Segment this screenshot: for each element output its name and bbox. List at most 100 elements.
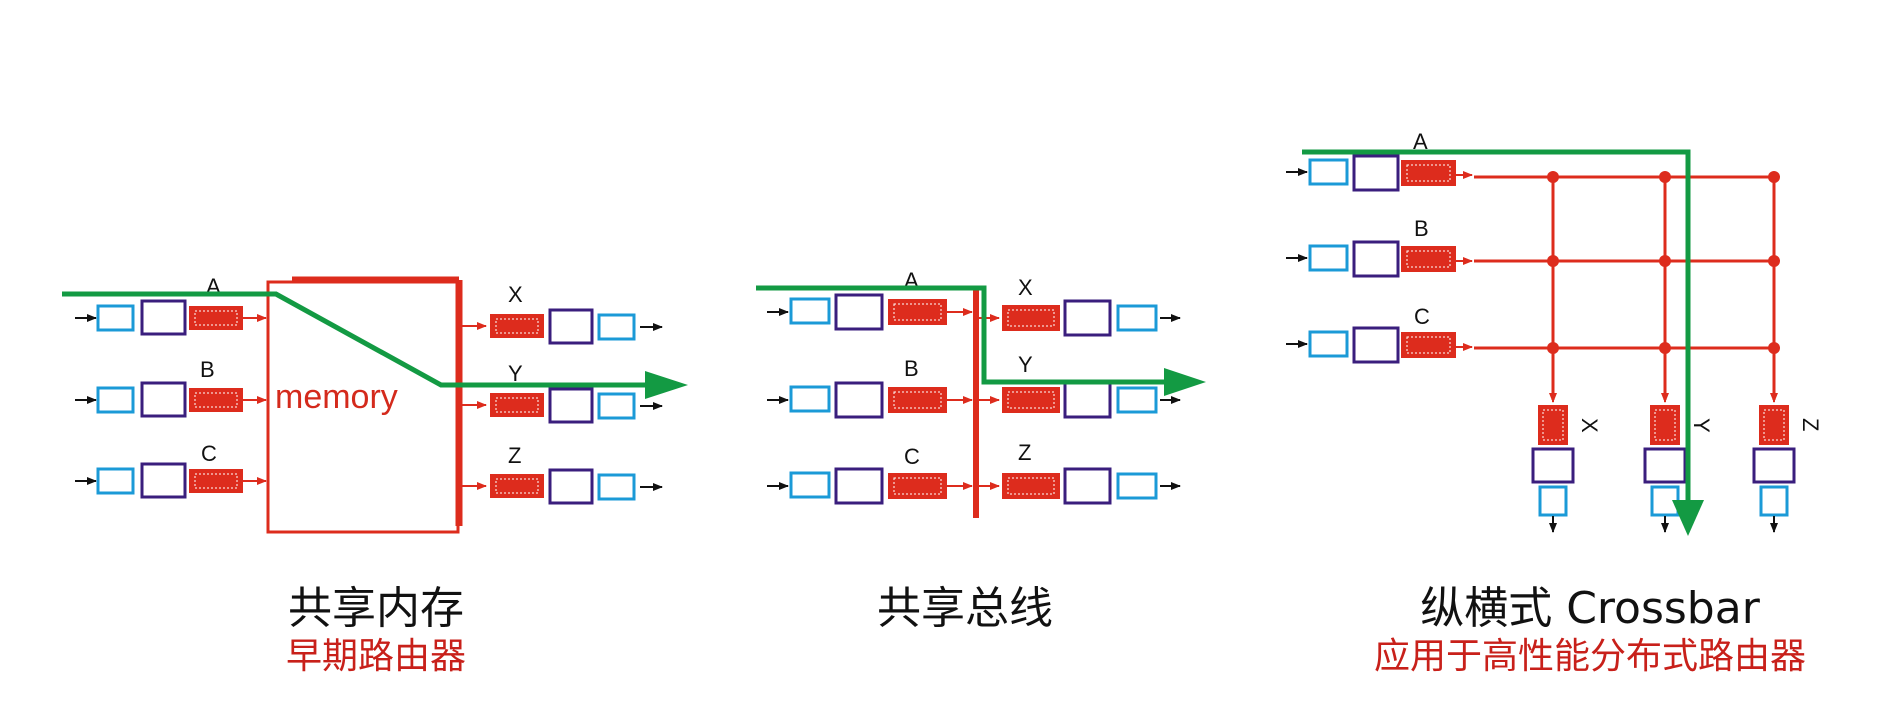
input-buffer bbox=[96, 386, 135, 414]
crosspoint bbox=[1547, 255, 1559, 267]
line-card bbox=[548, 468, 594, 505]
input-label-c: C bbox=[1414, 304, 1430, 329]
output-buffer bbox=[1538, 485, 1568, 517]
output-port-x: X bbox=[462, 282, 663, 345]
line-card bbox=[1643, 447, 1687, 484]
input-buffer bbox=[1308, 330, 1349, 358]
output-port-y: Y bbox=[1643, 386, 1714, 533]
output-label-y: Y bbox=[1018, 352, 1033, 377]
output-label-z: Z bbox=[1798, 418, 1823, 431]
caption-crossbar-subtitle: 应用于高性能分布式路由器 bbox=[1373, 636, 1806, 677]
panel-shared-memory: memory A B C bbox=[62, 274, 688, 534]
input-label-b: B bbox=[904, 356, 919, 381]
caption-shared-memory-subtitle: 早期路由器 bbox=[285, 636, 466, 677]
input-label-c: C bbox=[201, 441, 217, 466]
output-label-z: Z bbox=[508, 443, 521, 468]
line-card bbox=[140, 381, 187, 418]
line-card bbox=[834, 293, 884, 331]
output-buffer bbox=[597, 392, 636, 420]
caption-shared-memory-title: 共享内存 bbox=[288, 583, 464, 634]
output-buffer bbox=[1759, 485, 1789, 517]
input-port-a: A bbox=[767, 268, 973, 331]
packet-path-arrowhead bbox=[645, 371, 688, 399]
output-queue bbox=[490, 314, 544, 338]
output-port-y: Y bbox=[462, 361, 663, 424]
input-queue bbox=[888, 387, 947, 413]
output-port-y: Y bbox=[979, 352, 1181, 419]
line-card bbox=[548, 308, 594, 345]
input-port-b: B bbox=[767, 356, 973, 419]
caption-shared-bus: 共享总线 bbox=[815, 583, 1115, 635]
line-card bbox=[834, 381, 884, 419]
output-queue bbox=[490, 393, 544, 417]
crosspoint bbox=[1547, 171, 1559, 183]
caption-crossbar: 纵横式 Crossbar 应用于高性能分布式路由器 bbox=[1330, 583, 1850, 679]
input-queue bbox=[1401, 160, 1456, 186]
line-card bbox=[1352, 326, 1400, 364]
crosspoint bbox=[1768, 171, 1780, 183]
line-card bbox=[1063, 381, 1112, 419]
packet-path-arrowhead bbox=[1672, 500, 1704, 536]
input-buffer bbox=[1308, 158, 1349, 186]
line-card bbox=[140, 299, 187, 336]
output-queue bbox=[1002, 387, 1060, 413]
output-port-z: Z bbox=[979, 440, 1181, 505]
input-label-a: A bbox=[1413, 129, 1428, 154]
input-queue bbox=[1401, 332, 1456, 358]
output-buffer bbox=[1116, 304, 1158, 332]
line-card bbox=[140, 462, 187, 499]
input-queue bbox=[1401, 246, 1456, 272]
memory-label: memory bbox=[275, 378, 398, 416]
output-label-x: X bbox=[1018, 275, 1033, 300]
crosspoint bbox=[1768, 255, 1780, 267]
caption-crossbar-title: 纵横式 Crossbar bbox=[1420, 583, 1760, 634]
output-buffer bbox=[1116, 472, 1158, 500]
packet-path bbox=[1302, 149, 1691, 502]
input-buffer bbox=[96, 467, 135, 495]
crosspoint bbox=[1768, 342, 1780, 354]
output-buffer bbox=[597, 473, 636, 501]
input-label-b: B bbox=[1414, 216, 1429, 241]
output-queue bbox=[1002, 473, 1060, 499]
panel-shared-bus: A B C X bbox=[756, 268, 1206, 518]
packet-path bbox=[756, 285, 1168, 385]
output-queue bbox=[1002, 305, 1060, 331]
output-label-x: X bbox=[508, 282, 523, 307]
line-card bbox=[1352, 154, 1400, 192]
output-queue bbox=[490, 474, 544, 498]
input-queue bbox=[189, 388, 243, 412]
input-port-c: C bbox=[767, 444, 973, 505]
output-label-x: X bbox=[1577, 418, 1602, 433]
input-buffer bbox=[1308, 244, 1349, 272]
packet-path bbox=[62, 291, 648, 388]
output-buffer bbox=[1116, 386, 1158, 414]
line-card bbox=[1352, 240, 1400, 278]
crosspoint bbox=[1659, 342, 1671, 354]
line-card bbox=[548, 387, 594, 424]
input-port-a: A bbox=[75, 274, 267, 336]
output-port-z: Z bbox=[462, 443, 663, 505]
caption-shared-memory: 共享内存 早期路由器 bbox=[230, 583, 522, 679]
input-buffer bbox=[96, 304, 135, 332]
crosspoint bbox=[1659, 255, 1671, 267]
panel-crossbar: A B C X bbox=[1286, 129, 1823, 536]
input-port-c: C bbox=[75, 441, 267, 499]
output-port-x: X bbox=[979, 275, 1181, 337]
input-queue bbox=[189, 469, 243, 493]
crosspoints bbox=[1547, 171, 1780, 354]
input-port-a: A bbox=[1286, 129, 1473, 192]
output-label-y: Y bbox=[508, 361, 523, 386]
input-port-c: C bbox=[1286, 304, 1473, 364]
line-card bbox=[1063, 467, 1112, 505]
input-buffer bbox=[789, 385, 831, 413]
line-card bbox=[834, 467, 884, 505]
crosspoint bbox=[1659, 171, 1671, 183]
input-queue bbox=[189, 306, 243, 330]
caption-shared-bus-title: 共享总线 bbox=[877, 583, 1053, 634]
input-label-b: B bbox=[200, 357, 215, 382]
line-card bbox=[1531, 447, 1575, 484]
line-card bbox=[1752, 447, 1796, 484]
output-port-z: Z bbox=[1752, 386, 1823, 533]
input-port-b: B bbox=[75, 357, 267, 418]
